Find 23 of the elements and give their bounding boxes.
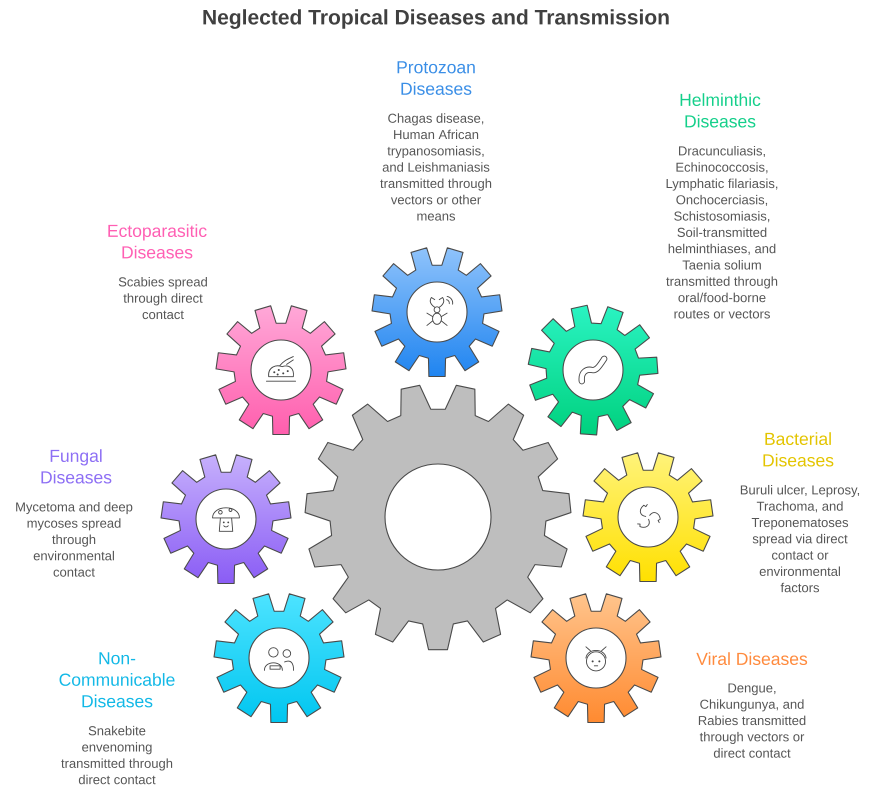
- gear: [213, 593, 345, 724]
- gear: [530, 593, 662, 724]
- category-heading: Bacterial Diseases: [763, 432, 834, 467]
- description-text: Chagas disease, Human African trypanosomiasis, and Leishmaniasis transmitted through vectors or other means: [380, 113, 492, 221]
- gear: [215, 305, 347, 436]
- gear: [371, 247, 503, 378]
- description-text: Snakebite envenoming transmitted through direct contact: [61, 726, 172, 784]
- description-text: Buruli ulcer, Leprosy, Trachoma, and Treponematoses spread via direct contact or environmental factors: [740, 484, 860, 592]
- title: Neglected Tropical Diseases and Transmission: [203, 9, 669, 29]
- category-heading: Ectoparasitic Diseases: [108, 224, 207, 259]
- description-text: Dracunculiasis, Echinococcosis, Lymphatic filariasis, Onchocerciasis, Schistosomiasis, Soil-transmitted helminthiases, and Taenia solium transmitted through oral/food-borne routes or vectors: [666, 146, 778, 318]
- category-heading: Protozoan Diseases: [398, 61, 475, 95]
- category-heading: Helminthic Diseases: [680, 93, 760, 128]
- description-text: Scabies spread through direct contact: [118, 276, 207, 320]
- gear: [160, 454, 292, 584]
- category-heading: Viral Diseases: [696, 652, 808, 666]
- description-text: Dengue, Chikungunya, and Rabies transmitted through vectors or direct contact: [698, 683, 806, 758]
- category-heading: Non-Communicable Diseases: [60, 652, 175, 708]
- gear: [304, 384, 572, 650]
- gear: [528, 304, 658, 436]
- description-text: Mycetoma and deep mycoses spread through environmental contact: [16, 502, 132, 577]
- category-heading: Fungal Diseases: [41, 449, 112, 484]
- gear: [582, 452, 714, 582]
